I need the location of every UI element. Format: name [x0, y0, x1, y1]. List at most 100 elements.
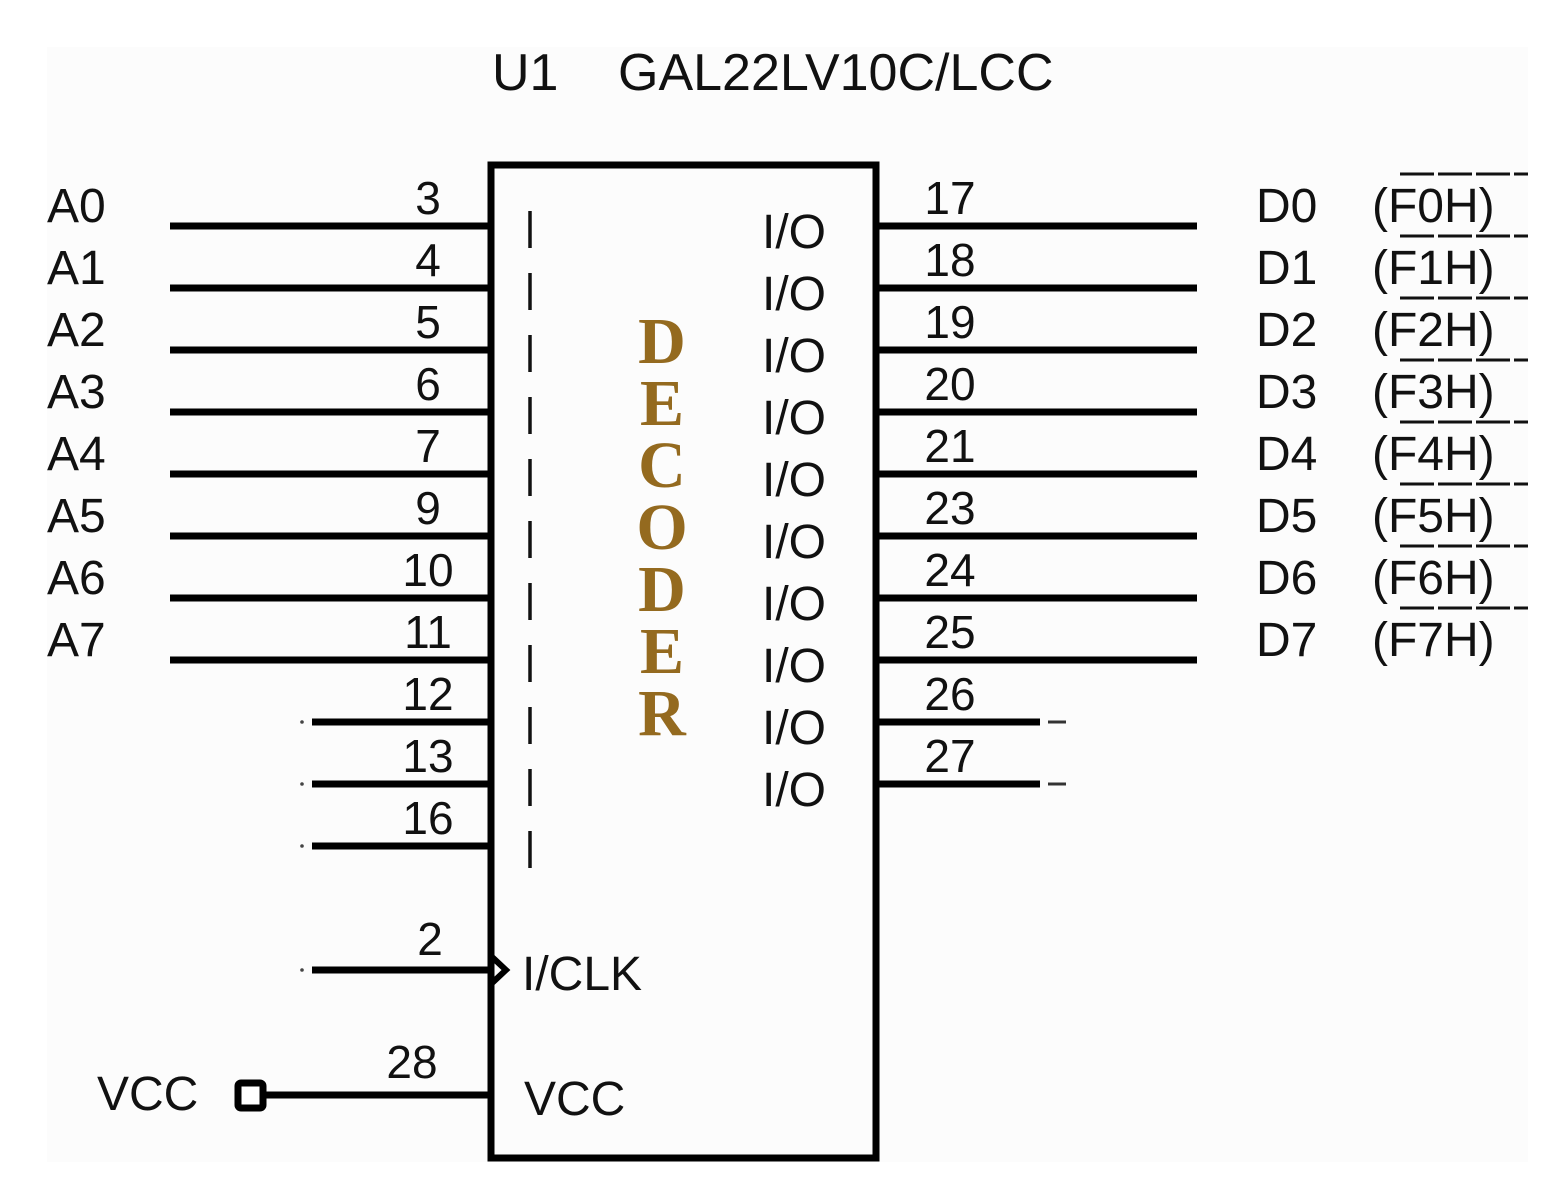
no-connect-dot: [300, 720, 304, 724]
output-pin-number: 20: [924, 358, 975, 410]
input-signal-label: A5: [47, 490, 106, 543]
decoder-letter: D: [638, 553, 686, 626]
input-signal-label: A7: [47, 614, 106, 667]
output-signal-label: D7: [1256, 614, 1317, 667]
output-address-label: (F7H): [1372, 614, 1495, 667]
component-ref: U1: [492, 44, 558, 102]
input-signal-label: A2: [47, 304, 106, 357]
input-pin-number: 7: [415, 420, 441, 472]
output-signal-label: D5: [1256, 490, 1317, 543]
output-pin: 25I/O D7 (F7H): [762, 606, 1528, 693]
no-connect-dot: [300, 844, 304, 848]
decoder-letter: O: [636, 491, 687, 564]
output-pin-number: 26: [924, 668, 975, 720]
clock-pin-number: 2: [417, 913, 443, 965]
inner-io-label: I/O: [762, 640, 826, 693]
input-pin-number: 5: [415, 296, 441, 348]
inner-io-label: I/O: [762, 578, 826, 631]
output-address-label: (F2H): [1372, 304, 1495, 357]
inner-io-label: I/O: [762, 702, 826, 755]
input-pin-number: 3: [415, 172, 441, 224]
power-inner-label: VCC: [524, 1073, 625, 1126]
clock-triangle-icon: [488, 953, 511, 987]
input-pin-number: 16: [402, 792, 453, 844]
output-pin: 20I/O D3 (F3H): [762, 358, 1528, 445]
input-pin-number: 13: [402, 730, 453, 782]
input-signal-label: A1: [47, 242, 106, 295]
decoder-letter: E: [640, 615, 684, 688]
decoder-letter: R: [638, 677, 687, 750]
input-pin: 12: [300, 668, 532, 744]
clock-inner-label: I/CLK: [522, 948, 642, 1001]
output-pin: 17I/O D0 (F0H): [762, 172, 1528, 259]
decoder-letter: C: [638, 429, 686, 502]
input-pin: A2 5: [47, 296, 532, 372]
output-pin: 18I/O D1 (F1H): [762, 234, 1528, 321]
input-pin: A3 6: [47, 358, 532, 434]
output-pin-number: 25: [924, 606, 975, 658]
inner-io-label: I/O: [762, 764, 826, 817]
input-pin: 13: [300, 730, 532, 806]
output-signal-label: D6: [1256, 552, 1317, 605]
output-address-label: (F0H): [1372, 180, 1495, 233]
output-pin-number: 27: [924, 730, 975, 782]
output-signal-label: D3: [1256, 366, 1317, 419]
power-pin: VCC 28 VCC: [97, 1036, 625, 1126]
output-pin: 21I/O D4 (F4H): [762, 420, 1528, 507]
output-pin-number: 21: [924, 420, 975, 472]
input-pin-number: 11: [404, 606, 452, 658]
output-pin-number: 23: [924, 482, 975, 534]
input-signal-label: A0: [47, 180, 106, 233]
output-signal-label: D1: [1256, 242, 1317, 295]
no-connect-dot: [300, 968, 304, 972]
input-pin-number: 6: [415, 358, 441, 410]
output-pin: 23I/O D5 (F5H): [762, 482, 1528, 569]
output-address-label: (F3H): [1372, 366, 1495, 419]
output-pin: 24I/O D6 (F6H): [762, 544, 1528, 631]
input-pin-number: 4: [415, 234, 441, 286]
input-pin-number: 12: [402, 668, 453, 720]
output-signal-label: D2: [1256, 304, 1317, 357]
no-connect-dot: [300, 782, 304, 786]
component-part-number: GAL22LV10C/LCC: [618, 44, 1054, 102]
input-pin: A7 11: [47, 606, 532, 682]
inner-io-label: I/O: [762, 268, 826, 321]
input-pin: A4 7: [47, 420, 532, 496]
decoder-letter: D: [638, 305, 686, 378]
schematic-panel: [47, 47, 1528, 1162]
input-signal-label: A6: [47, 552, 106, 605]
output-address-label: (F5H): [1372, 490, 1495, 543]
input-pin: A0 3: [47, 172, 532, 248]
input-signal-label: A4: [47, 428, 106, 481]
output-pin-number: 18: [924, 234, 975, 286]
input-pin: A1 4: [47, 234, 532, 310]
input-pin: A6 10: [47, 544, 532, 620]
output-pin-number: 24: [924, 544, 975, 596]
inner-io-label: I/O: [762, 206, 826, 259]
output-pin: 27I/O: [762, 730, 1066, 817]
output-address-label: (F1H): [1372, 242, 1495, 295]
decoder-letter: E: [640, 367, 684, 440]
inner-io-label: I/O: [762, 516, 826, 569]
clock-pin: 2 I/CLK: [300, 913, 642, 1001]
inner-io-label: I/O: [762, 454, 826, 507]
input-pin: 16: [300, 792, 532, 868]
output-signal-label: D4: [1256, 428, 1317, 481]
output-signal-label: D0: [1256, 180, 1317, 233]
output-pin: 26I/O: [762, 668, 1066, 755]
power-port-icon: [234, 1079, 267, 1112]
output-address-label: (F4H): [1372, 428, 1495, 481]
inner-io-label: I/O: [762, 330, 826, 383]
power-pin-number: 28: [386, 1036, 437, 1088]
output-pin-number: 17: [924, 172, 975, 224]
power-net-label: VCC: [97, 1068, 198, 1121]
inner-io-label: I/O: [762, 392, 826, 445]
input-signal-label: A3: [47, 366, 106, 419]
output-address-label: (F6H): [1372, 552, 1495, 605]
input-pin-number: 10: [402, 544, 453, 596]
